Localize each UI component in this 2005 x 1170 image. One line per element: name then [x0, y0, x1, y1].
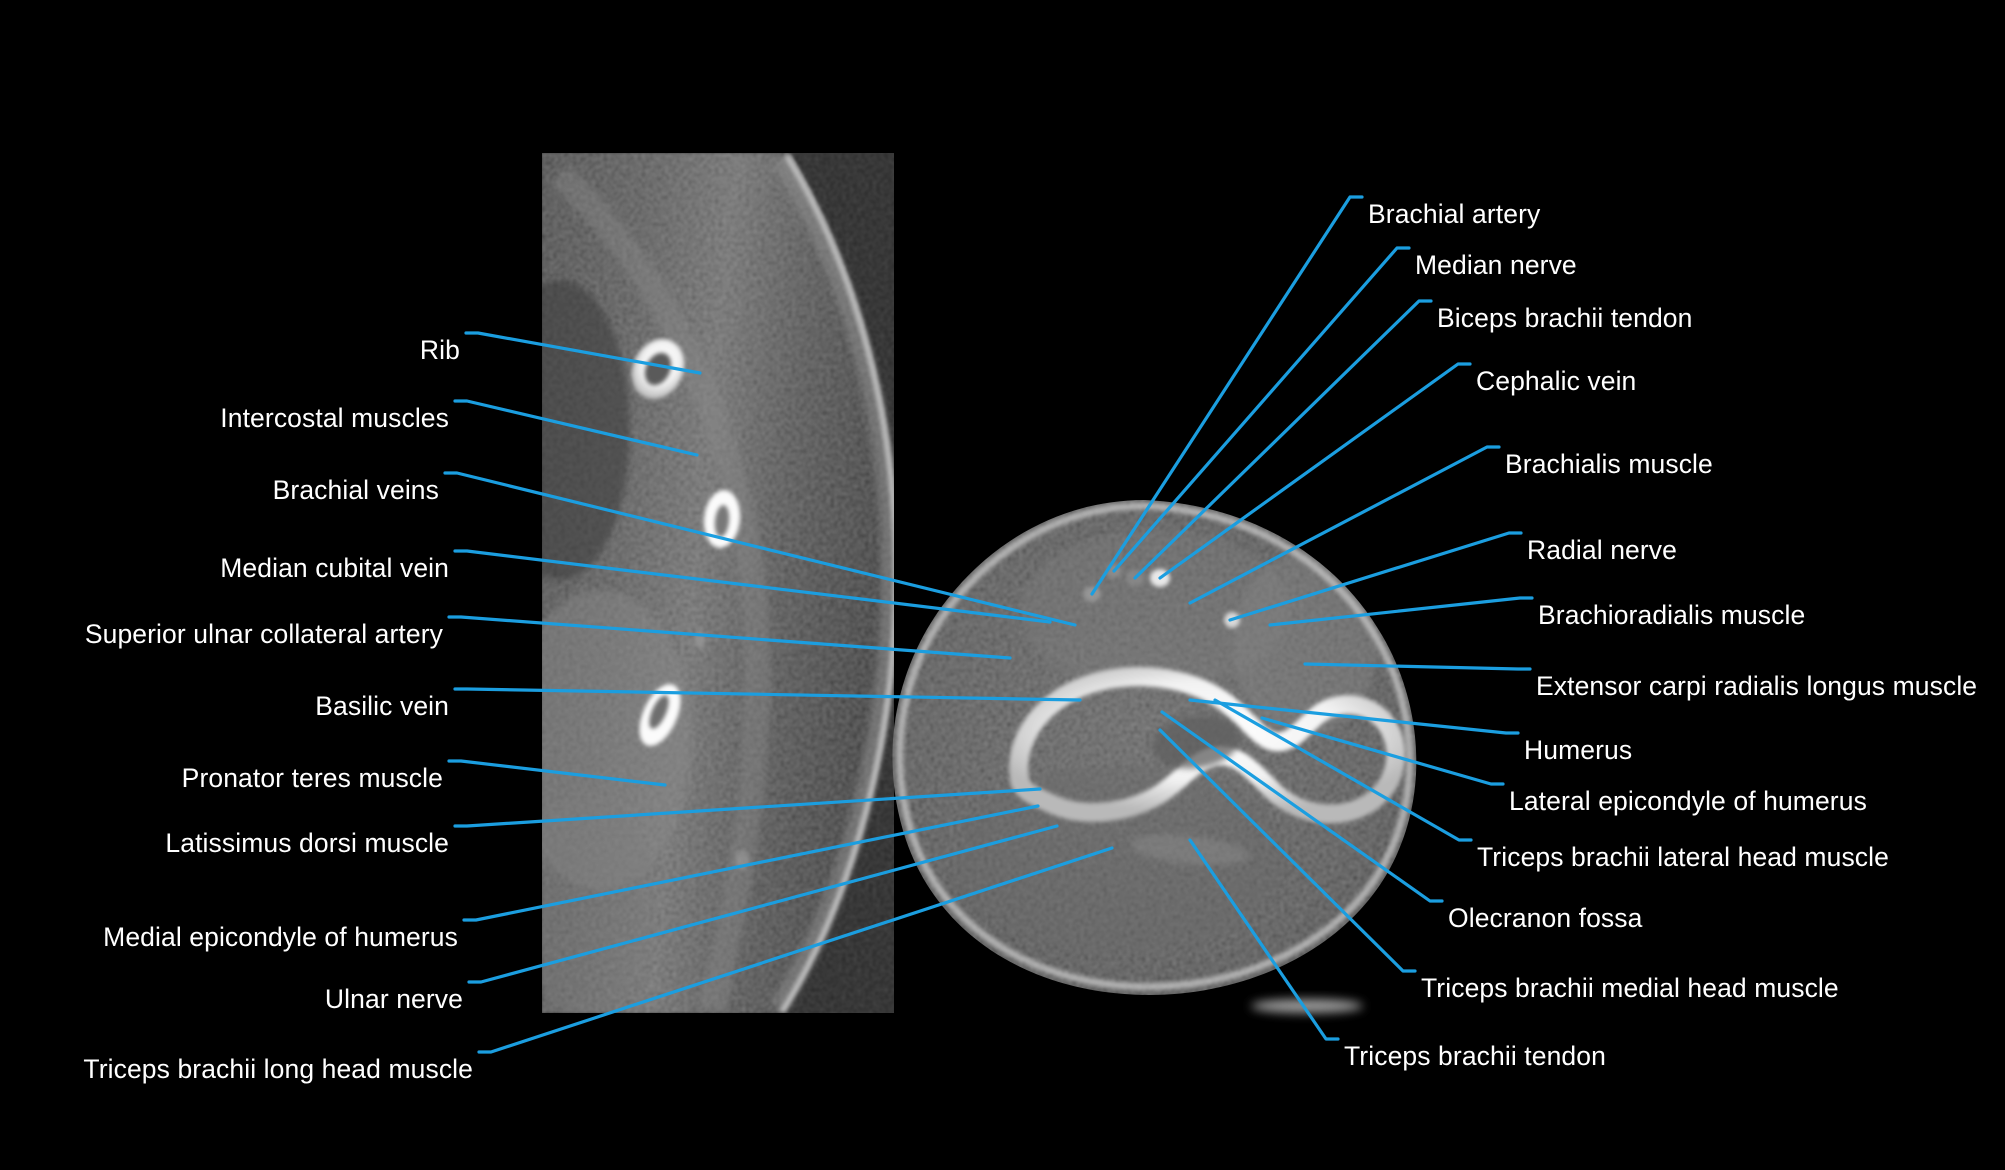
label-brachial-veins[interactable]: Brachial veins	[272, 474, 439, 505]
label-biceps-brachii-tendon[interactable]: Biceps brachii tendon	[1437, 302, 1693, 333]
label-triceps-brachii-medial-head-muscle[interactable]: Triceps brachii medial head muscle	[1421, 972, 1839, 1003]
label-triceps-brachii-lateral-head-muscle[interactable]: Triceps brachii lateral head muscle	[1477, 841, 1889, 872]
label-triceps-brachii-tendon[interactable]: Triceps brachii tendon	[1344, 1040, 1606, 1071]
label-extensor-carpi-radialis-longus-muscle[interactable]: Extensor carpi radialis longus muscle	[1536, 670, 1978, 701]
label-cephalic-vein[interactable]: Cephalic vein	[1476, 365, 1637, 396]
label-basilic-vein[interactable]: Basilic vein	[315, 690, 449, 721]
label-median-nerve[interactable]: Median nerve	[1415, 249, 1577, 280]
label-pronator-teres-muscle[interactable]: Pronator teres muscle	[181, 762, 443, 793]
label-triceps-brachii-long-head-muscle[interactable]: Triceps brachii long head muscle	[83, 1053, 473, 1084]
label-brachial-artery[interactable]: Brachial artery	[1368, 198, 1541, 229]
label-intercostal-muscles[interactable]: Intercostal muscles	[220, 402, 449, 433]
label-superior-ulnar-collateral-artery[interactable]: Superior ulnar collateral artery	[84, 618, 443, 649]
label-olecranon-fossa[interactable]: Olecranon fossa	[1448, 902, 1643, 933]
label-ulnar-nerve[interactable]: Ulnar nerve	[324, 983, 463, 1014]
label-latissimus-dorsi-muscle[interactable]: Latissimus dorsi muscle	[165, 827, 449, 858]
label-brachioradialis-muscle[interactable]: Brachioradialis muscle	[1538, 599, 1806, 630]
label-brachialis-muscle[interactable]: Brachialis muscle	[1505, 448, 1713, 479]
label-rib[interactable]: Rib	[419, 334, 460, 365]
label-humerus[interactable]: Humerus	[1524, 734, 1633, 765]
label-median-cubital-vein[interactable]: Median cubital vein	[220, 552, 449, 583]
label-radial-nerve[interactable]: Radial nerve	[1527, 534, 1677, 565]
label-lateral-epicondyle-of-humerus[interactable]: Lateral epicondyle of humerus	[1509, 785, 1867, 816]
label-medial-epicondyle-of-humerus[interactable]: Medial epicondyle of humerus	[103, 921, 458, 952]
